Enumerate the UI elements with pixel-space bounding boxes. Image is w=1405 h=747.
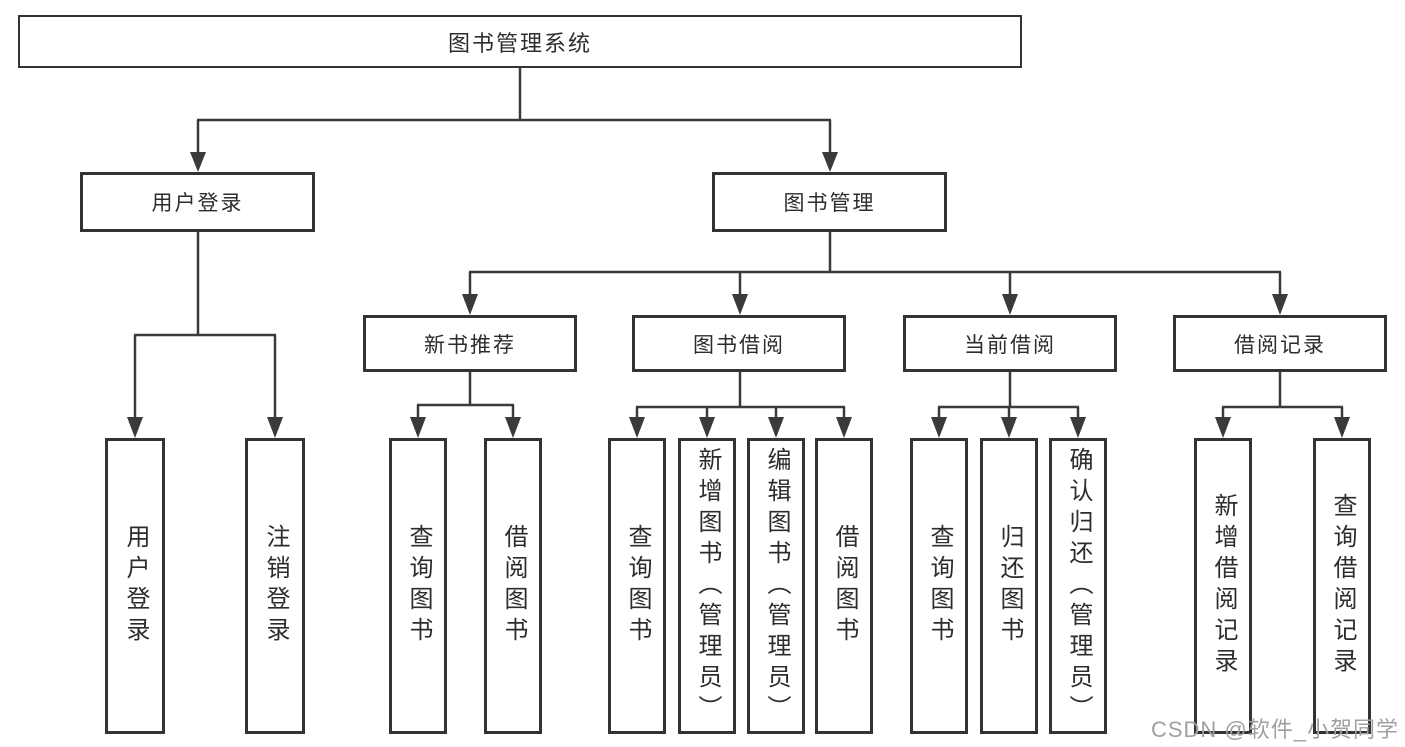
node-book-management: 图书管理 [712,172,947,232]
leaf-label: 归还图书 [996,524,1023,648]
leaf-query-book-current: 查询图书 [910,438,968,734]
leaf-confirm-return-admin: 确认归还（管理员） [1049,438,1107,734]
connector-book-mgmt-children [462,232,1288,315]
leaf-label: 新增借阅记录 [1210,493,1237,679]
leaf-label: 查询图书 [624,524,651,648]
leaf-label: 编辑图书（管理员） [763,446,790,726]
leaf-return-book: 归还图书 [980,438,1038,734]
node-root-system: 图书管理系统 [18,15,1022,68]
leaf-add-borrow-record: 新增借阅记录 [1194,438,1252,734]
leaf-query-book-recommend: 查询图书 [389,438,447,734]
connector-current-borrow-children [931,372,1086,438]
leaf-label: 借阅图书 [831,524,858,648]
connector-user-login-children [127,232,283,438]
node-book-borrow: 图书借阅 [632,315,846,372]
leaf-add-book-admin: 新增图书（管理员） [678,438,736,734]
leaf-label: 注销登录 [262,524,289,648]
leaf-borrow-book-recommend: 借阅图书 [484,438,542,734]
leaf-label: 查询借阅记录 [1329,493,1356,679]
node-borrow-record: 借阅记录 [1173,315,1387,372]
leaf-label: 查询图书 [926,524,953,648]
connector-borrow-record-children [1215,372,1350,438]
leaf-query-borrow-record: 查询借阅记录 [1313,438,1371,734]
node-new-book-recommend: 新书推荐 [363,315,577,372]
leaf-label: 用户登录 [122,524,149,648]
leaf-user-login: 用户登录 [105,438,165,734]
leaf-query-book-borrow: 查询图书 [608,438,666,734]
connector-root-to-level2 [190,68,838,172]
connector-new-book-children [410,372,521,438]
leaf-borrow-book: 借阅图书 [815,438,873,734]
node-user-login: 用户登录 [80,172,315,232]
leaf-logout: 注销登录 [245,438,305,734]
leaf-label: 查询图书 [405,524,432,648]
leaf-edit-book-admin: 编辑图书（管理员） [747,438,805,734]
csdn-watermark: CSDN @软件_小贺同学 [1150,717,1399,742]
leaf-label: 确认归还（管理员） [1065,446,1092,726]
leaf-label: 借阅图书 [500,524,527,648]
connector-book-borrow-children [629,372,852,438]
leaf-label: 新增图书（管理员） [694,446,721,726]
node-current-borrow: 当前借阅 [903,315,1117,372]
